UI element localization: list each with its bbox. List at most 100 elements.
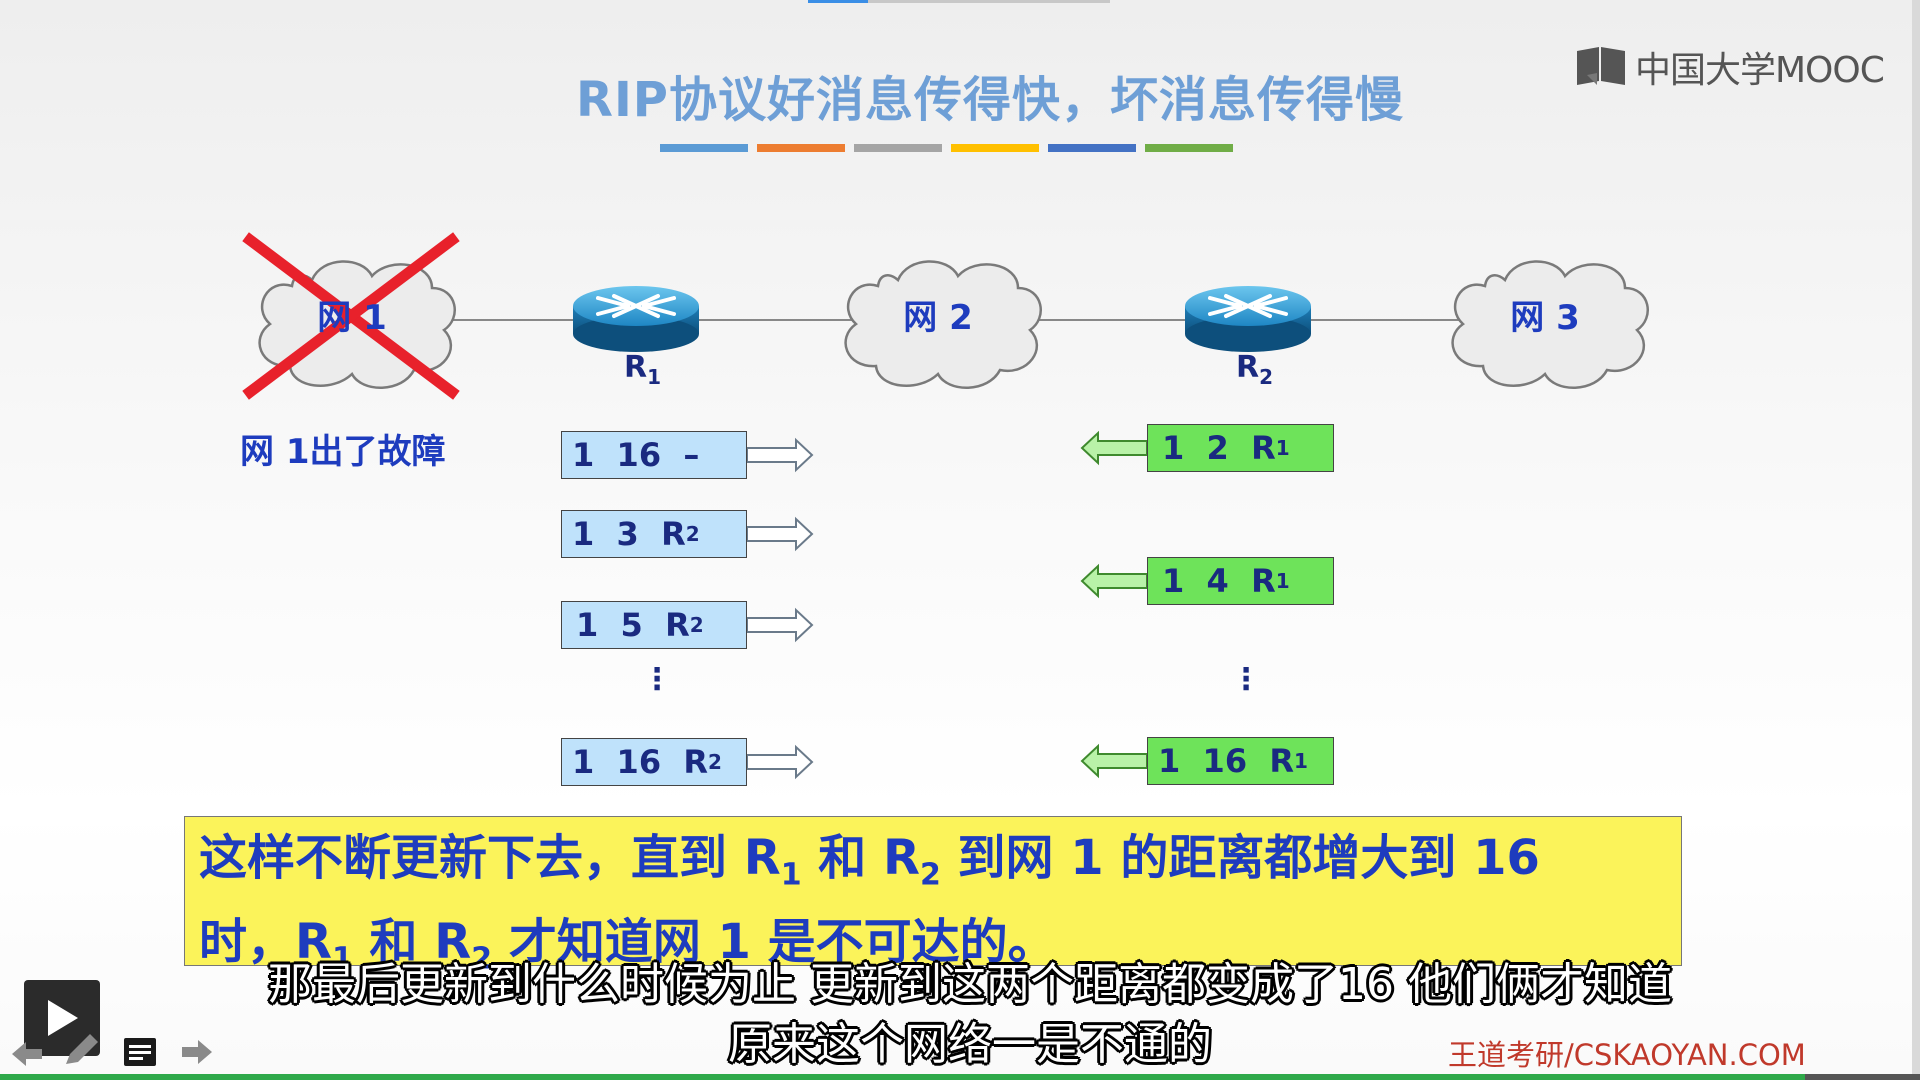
slide-title: RIP协议好消息传得快，坏消息传得慢	[575, 72, 1404, 128]
entry-hop-sub: 1	[1275, 569, 1290, 593]
entry-hop-sub: 2	[685, 522, 700, 546]
r1-update-entry: 1 16 –	[561, 431, 747, 479]
conclusion-sub: 2	[471, 941, 493, 977]
net1-label: 网 1	[317, 298, 387, 338]
conclusion-sub: 1	[780, 857, 802, 893]
fault-note: 网 1出了故障	[240, 432, 446, 472]
entry-gap	[594, 515, 616, 553]
entry-hop: –	[683, 436, 700, 474]
net2-label: 网 2	[903, 298, 973, 338]
r2-ellipsis: ⋮	[1231, 662, 1261, 697]
right-arrow-icon	[746, 516, 814, 552]
video-progress-fill	[0, 1074, 1805, 1080]
entry-dist: 3	[616, 515, 639, 553]
r1-update-arrows	[746, 437, 814, 780]
conclusion-text: 才知道网 1 是不可达的。	[492, 913, 1056, 970]
title-color-bar	[660, 144, 1233, 152]
notes-icon[interactable]	[122, 1036, 158, 1068]
conclusion-text: 这样不断更新下去，直到 R	[199, 830, 781, 886]
right-arrow-icon	[746, 607, 814, 643]
mooc-book-icon	[1577, 47, 1625, 85]
entry-gap	[639, 515, 661, 553]
left-arrow-icon	[1080, 563, 1148, 599]
entry-hop: R	[1251, 429, 1276, 467]
color-bar-segment	[854, 144, 942, 152]
entry-gap	[1229, 429, 1251, 467]
watermark: 王道考研/CSKAOYAN.COM	[1448, 1038, 1806, 1072]
entry-hop: R	[683, 743, 708, 781]
conclusion-line-2: 时，R1 和 R2 才知道网 1 是不可达的。	[199, 909, 1661, 993]
subtitle-line-2: 原来这个网络一是不通的	[728, 1019, 1212, 1070]
entry-net: 1	[576, 606, 599, 644]
entry-gap	[643, 606, 665, 644]
conclusion-box: 这样不断更新下去，直到 R1 和 R2 到网 1 的距离都增大到 16 时，R1…	[184, 816, 1682, 976]
right-arrow-icon	[746, 437, 814, 473]
conclusion-text: 和 R	[352, 913, 472, 970]
conclusion-text: 和 R	[801, 830, 920, 886]
back-arrow-icon[interactable]	[8, 1036, 48, 1072]
router-r2-sub: 2	[1259, 365, 1274, 389]
conclusion-sub: 1	[331, 941, 353, 977]
entry-gap	[598, 606, 620, 644]
router-r1-icon	[573, 286, 699, 352]
entry-net: 1	[1162, 562, 1185, 600]
entry-net: 1	[1158, 742, 1181, 780]
entry-gap	[1229, 562, 1251, 600]
r1-ellipsis: ⋮	[642, 662, 672, 697]
color-bar-segment	[1048, 144, 1136, 152]
pen-icon[interactable]	[60, 1030, 102, 1072]
entry-hop-sub: 1	[1294, 749, 1308, 773]
conclusion-line-1: 这样不断更新下去，直到 R1 和 R2 到网 1 的距离都增大到 16	[199, 825, 1661, 909]
mooc-logo: 中国大学MOOC	[1575, 45, 1885, 91]
left-arrow-icon	[1080, 430, 1148, 466]
router-r2-icon	[1185, 286, 1311, 352]
scrollbar[interactable]	[1912, 0, 1920, 1080]
entry-gap	[1180, 742, 1202, 780]
entry-hop: R	[1269, 742, 1294, 780]
play-icon	[48, 1000, 78, 1036]
conclusion-text: 时，R	[199, 913, 332, 970]
entry-dist: 16	[616, 743, 662, 781]
entry-dist: 5	[620, 606, 643, 644]
left-arrow-icon	[1080, 743, 1148, 779]
conclusion-text: 到网 1 的距离都增大到 16	[940, 830, 1540, 886]
video-progress-bar[interactable]	[0, 1074, 1920, 1080]
entry-hop: R	[1251, 562, 1276, 600]
entry-hop-sub: 2	[689, 613, 704, 637]
entry-net: 1	[572, 436, 595, 474]
router-r1-label: R1	[624, 350, 661, 389]
entry-net: 1	[1162, 429, 1185, 467]
entry-hop: R	[665, 606, 690, 644]
entry-dist: 4	[1206, 562, 1229, 600]
color-bar-segment	[1145, 144, 1233, 152]
top-progress-fill	[808, 0, 869, 3]
entry-dist: 16	[1202, 742, 1248, 780]
conclusion-sub: 2	[919, 857, 941, 893]
entry-hop-sub: 2	[708, 750, 722, 774]
net3-label: 网 3	[1510, 298, 1580, 338]
router-r1-sub: 1	[647, 365, 662, 389]
router-r2-base: R	[1236, 350, 1260, 385]
entry-dist: 2	[1206, 429, 1229, 467]
mooc-logo-text: 中国大学MOOC	[1635, 50, 1885, 91]
subtitle-line-1: 那最后更新到什么时候为止 更新到这两个距离都变成了16 他们俩才知道	[268, 959, 1672, 1010]
entry-gap	[1184, 562, 1206, 600]
video-subtitle: 那最后更新到什么时候为止 更新到这两个距离都变成了16 他们俩才知道 原来这个网…	[160, 955, 1780, 1075]
entry-gap	[1184, 429, 1206, 467]
entry-net: 1	[572, 743, 595, 781]
top-progress-track[interactable]	[808, 0, 1110, 3]
entry-gap	[1247, 742, 1269, 780]
router-r2-label: R2	[1236, 350, 1273, 389]
r2-update-arrows	[1080, 430, 1148, 779]
entry-hop: R	[661, 515, 686, 553]
entry-gap	[594, 743, 616, 781]
forward-arrow-icon[interactable]	[176, 1034, 216, 1070]
